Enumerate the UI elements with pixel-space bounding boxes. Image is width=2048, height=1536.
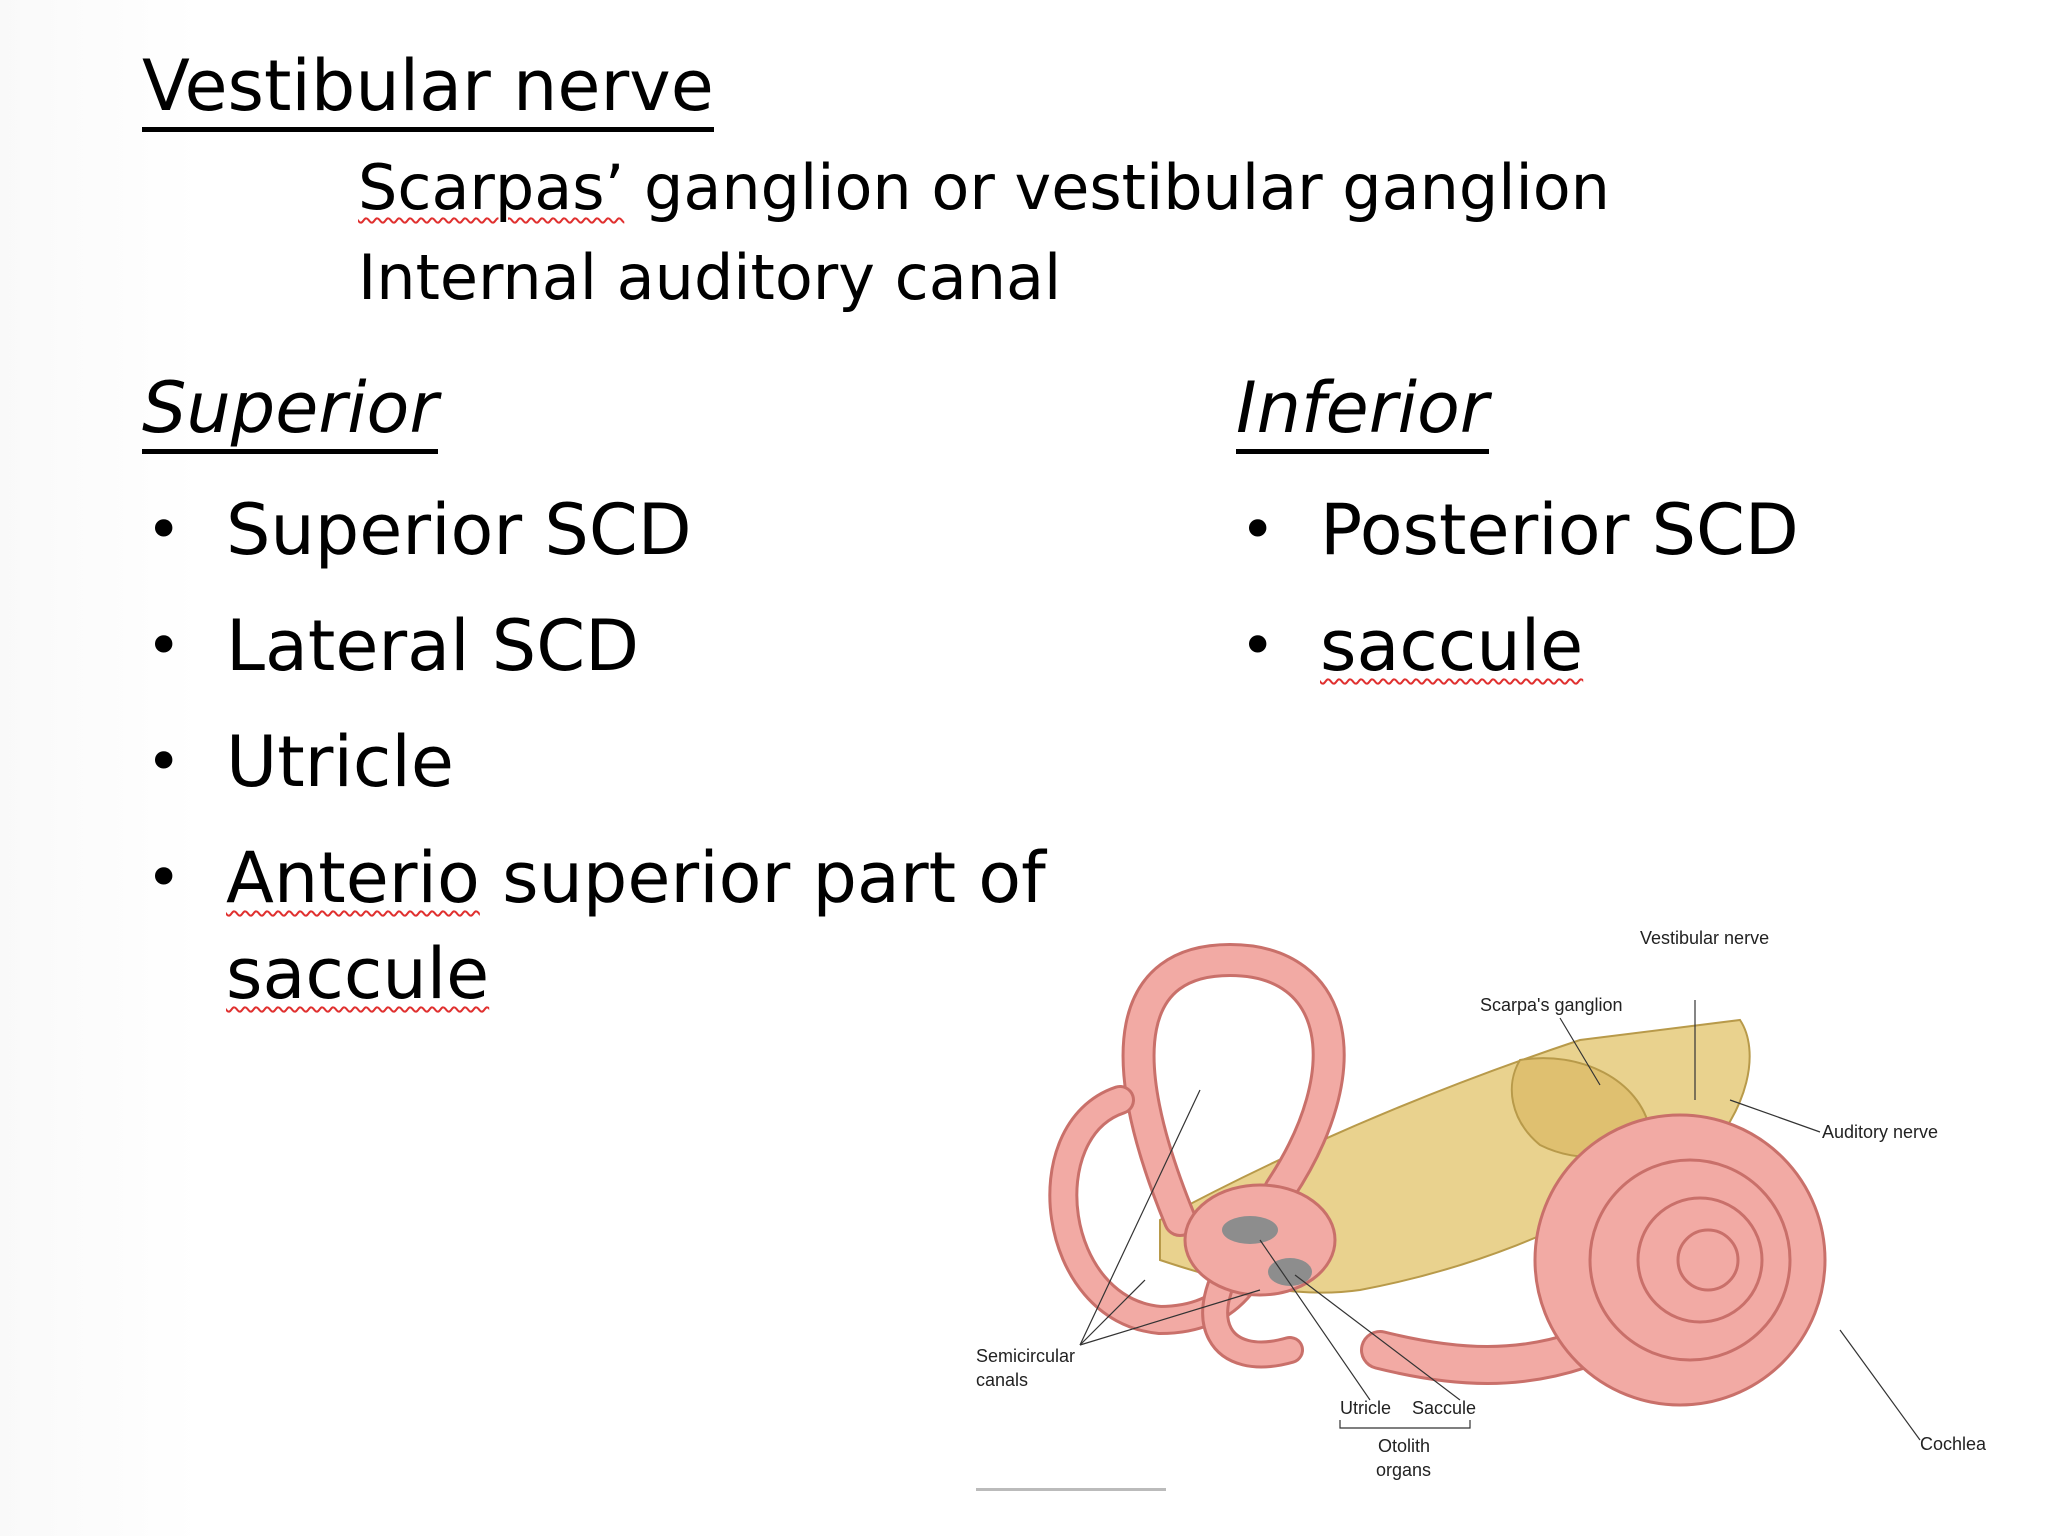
spellcheck-word: Anterio — [226, 837, 480, 919]
leader-lines — [1079, 1000, 1921, 1441]
bullet-icon: • — [146, 611, 182, 681]
subtitle-line-1-text: ganglion or vestibular ganglion — [624, 151, 1610, 224]
utricle-organ-shape — [1222, 1216, 1278, 1244]
list-item: • Posterior SCD — [1236, 482, 1996, 578]
list-item-text: Lateral SCD — [226, 605, 639, 687]
spellcheck-word: saccule — [226, 933, 490, 1015]
list-item: • Utricle — [142, 714, 1082, 810]
bullet-icon: • — [146, 495, 182, 565]
spellcheck-word: saccule — [1320, 605, 1584, 687]
utricle-label: Utricle — [1340, 1398, 1391, 1418]
semicircular-canals-label-1: Semicircular — [976, 1346, 1075, 1366]
list-item: • Lateral SCD — [142, 598, 1082, 694]
cochlea-label: Cochlea — [1920, 1434, 1987, 1454]
saccule-label: Saccule — [1412, 1398, 1476, 1418]
inferior-heading: Inferior — [1236, 370, 1489, 454]
semicircular-canals-label-2: canals — [976, 1370, 1028, 1390]
bullet-icon: • — [1240, 495, 1276, 565]
inferior-list: • Posterior SCD • saccule — [1236, 482, 1996, 714]
slide-title: Vestibular nerve — [142, 48, 714, 132]
otolith-label-1: Otolith — [1378, 1436, 1430, 1456]
spellcheck-word: Scarpas’ — [358, 151, 625, 224]
list-item-text: Posterior SCD — [1320, 489, 1799, 571]
list-item-text: Utricle — [226, 721, 454, 803]
auditory-nerve-label: Auditory nerve — [1822, 1122, 1938, 1142]
subtitle-line-1: Scarpas’ ganglion or vestibular ganglion — [358, 151, 1610, 224]
subtitle-line-2: Internal auditory canal — [358, 241, 1062, 314]
list-item-text: Superior SCD — [226, 489, 692, 571]
list-item: • saccule — [1236, 598, 1996, 694]
copyright-text-shape — [976, 1488, 1166, 1491]
bullet-icon: • — [146, 727, 182, 797]
list-item: • Anterio superior part of saccule — [142, 830, 1082, 1022]
cochlea-shape — [1360, 1113, 1827, 1407]
list-item: • Superior SCD — [142, 482, 1082, 578]
inner-ear-diagram: Vestibular nerve Scarpa's ganglion Audit… — [976, 928, 1987, 1491]
bullet-icon: • — [146, 843, 182, 913]
slide-background-shade — [0, 0, 200, 1536]
otolith-label-2: organs — [1376, 1460, 1431, 1480]
list-item-text: superior part of — [479, 837, 1046, 919]
vestibular-nerve-label: Vestibular nerve — [1640, 928, 1769, 948]
bullet-icon: • — [1240, 611, 1276, 681]
scarpas-ganglion-label: Scarpa's ganglion — [1480, 995, 1623, 1015]
superior-heading: Superior — [142, 370, 439, 454]
superior-list: • Superior SCD • Lateral SCD • Utricle • Ant… — [142, 482, 1082, 1042]
